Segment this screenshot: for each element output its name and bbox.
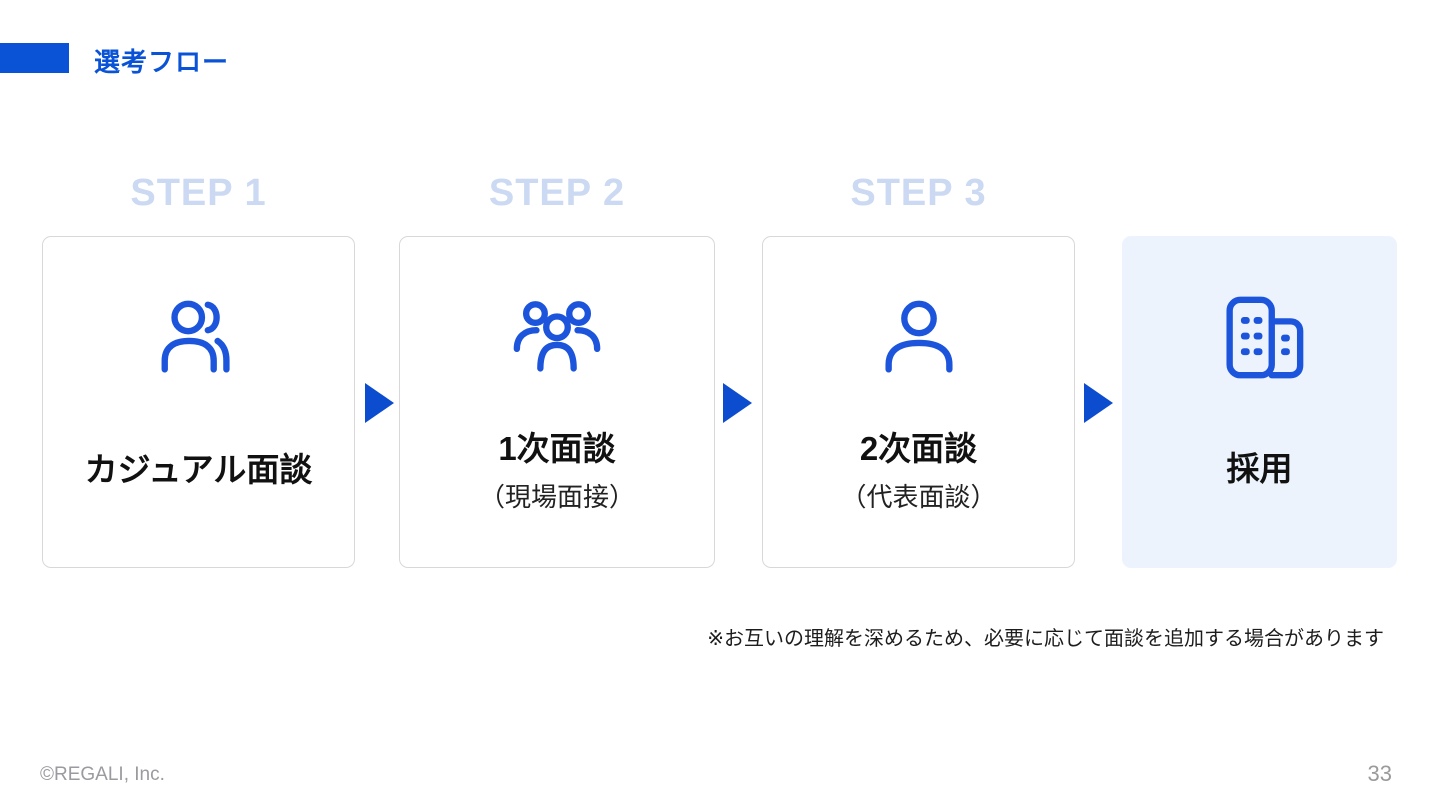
page-title: 選考フロー — [94, 47, 230, 77]
two-people-icon — [43, 293, 354, 387]
title-accent-bar — [0, 43, 69, 73]
step-label-2: STEP 2 — [488, 172, 626, 214]
flow-card-second-interview: 2次面談 （代表面談） — [762, 236, 1075, 568]
arrow-right-icon — [723, 383, 752, 423]
arrow-right-icon — [365, 383, 394, 423]
flow-card-casual-interview: カジュアル面談 — [42, 236, 355, 568]
card-title: 2次面談 — [859, 430, 978, 467]
arrow-right-icon — [1084, 383, 1113, 423]
copyright-text: ©REGALI, Inc. — [40, 764, 165, 785]
card-title: 1次面談 — [498, 430, 616, 467]
card-subtitle: （現場面接） — [478, 482, 635, 512]
buildings-icon — [1122, 292, 1397, 386]
person-icon — [763, 293, 1074, 387]
card-title: カジュアル面談 — [84, 451, 313, 488]
step-label-3: STEP 3 — [850, 172, 987, 214]
flow-card-first-interview: 1次面談 （現場面接） — [399, 236, 715, 568]
card-title: 採用 — [1226, 450, 1293, 487]
note-text: ※お互いの理解を深めるため、必要に応じて面談を追加する場合があります — [707, 628, 1384, 650]
step-label-1: STEP 1 — [130, 172, 267, 214]
card-subtitle: （代表面談） — [840, 482, 997, 512]
page-number: 33 — [1367, 761, 1392, 786]
flow-card-hired: 採用 — [1122, 236, 1397, 568]
three-people-icon — [400, 293, 714, 387]
